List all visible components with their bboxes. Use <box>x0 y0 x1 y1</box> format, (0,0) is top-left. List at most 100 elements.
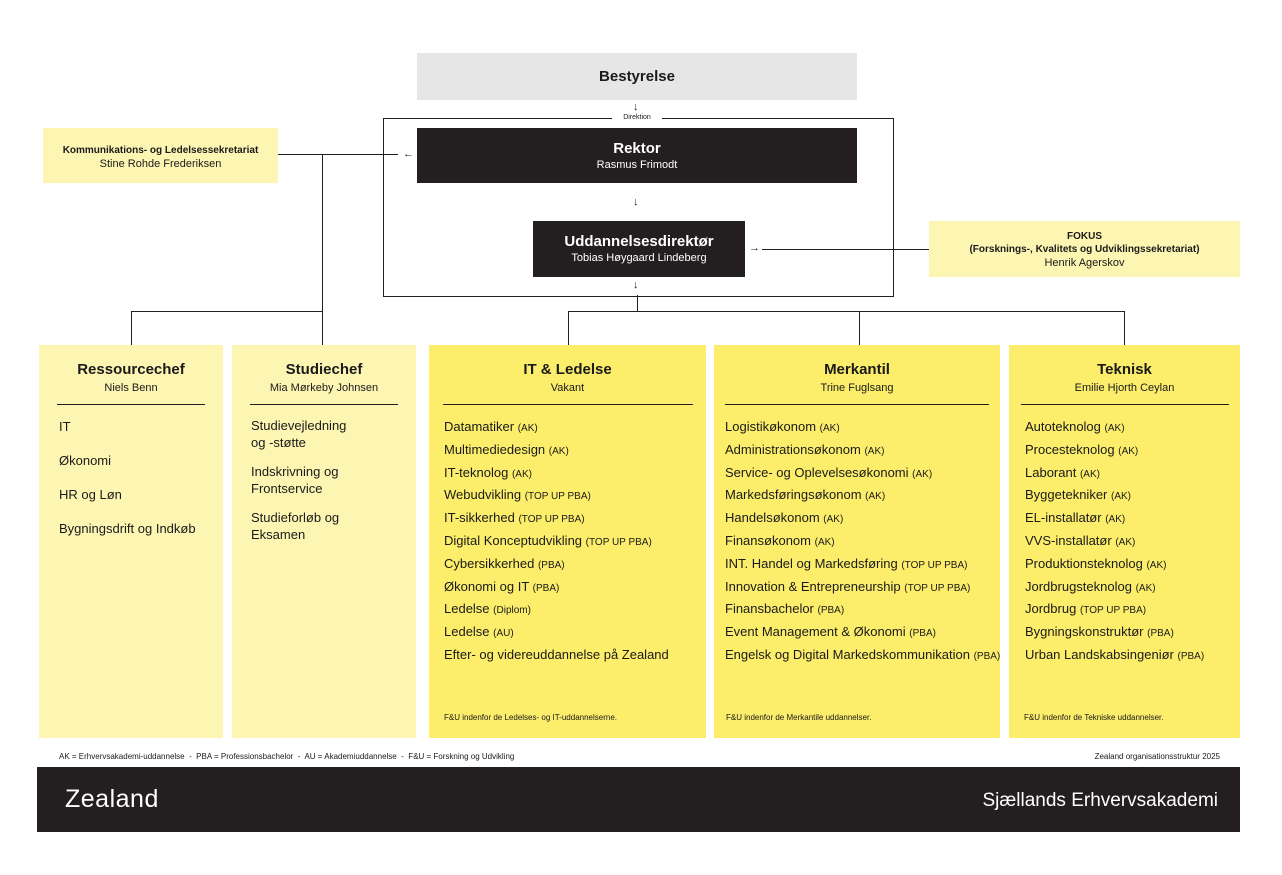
education-name: Efter- og videreuddannelse på Zealand <box>444 646 669 662</box>
education-item: Cybersikkerhed (PBA) <box>444 554 706 577</box>
education-name: Innovation & Entrepreneurship <box>725 578 901 594</box>
education-item: Markedsføringsøkonom (AK) <box>725 485 1000 508</box>
connector-line <box>131 311 323 312</box>
education-name: Cybersikkerhed <box>444 555 535 571</box>
education-item: Webudvikling (TOP UP PBA) <box>444 485 706 508</box>
footnote: F&U indenfor de Ledelses- og IT-uddannel… <box>444 713 617 722</box>
education-type-tag: (PBA) <box>1147 628 1174 640</box>
education-item: Ledelse (Diplom) <box>444 599 706 622</box>
education-name: Autoteknolog <box>1025 419 1101 434</box>
list-item: Økonomi <box>59 453 112 468</box>
education-item: Autoteknolog (AK) <box>1025 417 1240 440</box>
education-item: Finansøkonom (AK) <box>725 531 1000 554</box>
education-type-tag: (AK) <box>819 423 840 434</box>
rektor-title: Rektor <box>613 140 661 157</box>
education-name: Administrationsøkonom <box>725 441 861 457</box>
education-name: Ledelse <box>444 601 490 617</box>
education-name: Jordbrugsteknolog <box>1025 578 1132 594</box>
footnote: F&U indenfor de Merkantile uddannelser. <box>726 713 872 722</box>
education-name: Procesteknolog <box>1025 441 1115 457</box>
arrow-down-icon: ↓ <box>633 279 639 291</box>
footer-tagline: Sjællands Erhvervsakademi <box>982 790 1219 811</box>
education-type-tag: (TOP UP PBA) <box>904 582 971 594</box>
education-type-tag: (AK) <box>823 514 844 526</box>
education-type-tag: (TOP UP PBA) <box>518 514 585 526</box>
education-item: Administrationsøkonom (AK) <box>725 440 1000 463</box>
education-type-tag: (AK) <box>517 423 538 434</box>
education-item: Datamatiker (AK) <box>444 417 706 440</box>
connector-line <box>1124 311 1125 345</box>
education-name: Ledelse <box>444 624 490 640</box>
education-item: EL-installatør (AK) <box>1025 508 1240 531</box>
connector-line <box>762 249 929 250</box>
education-item: Laborant (AK) <box>1025 463 1240 486</box>
education-item: Ledelse (AU) <box>444 622 706 645</box>
education-item: Økonomi og IT (PBA) <box>444 577 706 600</box>
education-type-tag: (AK) <box>1111 491 1132 503</box>
education-name: Finansøkonom <box>725 532 811 548</box>
arrow-down-icon: ↓ <box>633 196 639 208</box>
rektor-name: Rasmus Frimodt <box>596 159 678 171</box>
divider <box>250 404 398 405</box>
list-item: Bygningsdrift og Indkøb <box>59 521 196 536</box>
department-title: IT & Ledelse <box>523 361 612 378</box>
education-type-tag: (AK) <box>1135 582 1156 594</box>
education-item: Finansbachelor (PBA) <box>725 599 1000 622</box>
education-type-tag: (TOP UP PBA) <box>1079 605 1147 617</box>
arrow-down-icon: ↓ <box>633 101 639 113</box>
department-it-ledelse: IT & Ledelse Vakant Datamatiker (AK)Mult… <box>429 345 706 738</box>
department-head: Vakant <box>550 382 585 394</box>
arrow-right-icon: → <box>749 242 760 254</box>
education-type-tag: (PBA) <box>532 582 560 594</box>
education-name: IT-teknolog <box>444 464 509 480</box>
chart-caption: Zealand organisationsstruktur 2025 <box>1094 752 1220 761</box>
education-type-tag: (PBA) <box>973 650 1001 662</box>
education-name: Laborant <box>1025 464 1077 480</box>
education-item: Logistikøkonom (AK) <box>725 417 1000 440</box>
connector-line <box>278 154 398 155</box>
education-type-tag: (AU) <box>493 628 514 640</box>
sekretariat-name: Stine Rohde Frederiksen <box>99 158 222 170</box>
divider <box>1020 404 1229 405</box>
fokus-box: FOKUS (Forsknings-, Kvalitets og Udvikli… <box>929 221 1240 277</box>
footer-bar: Zealand Sjællands Erhvervsakademi <box>37 767 1240 832</box>
department-ressourcechef: Ressourcechef Niels Benn IT Økonomi HR o… <box>39 345 223 738</box>
education-item: Multimediedesign (AK) <box>444 440 706 463</box>
education-item: Innovation & Entrepreneurship (TOP UP PB… <box>725 577 1000 600</box>
abbreviation-legend: AK = Erhvervsakademi-uddannelse - PBA = … <box>59 752 515 761</box>
department-title: Merkantil <box>824 361 890 378</box>
education-item: Event Management & Økonomi (PBA) <box>725 622 1000 645</box>
department-title: Ressourcechef <box>77 361 185 378</box>
connector-line <box>637 295 638 311</box>
education-name: Bygningskonstruktør <box>1025 624 1144 640</box>
education-name: Jordbrug <box>1025 601 1077 617</box>
education-name: Finansbachelor <box>725 601 814 617</box>
list-item: Indskrivning og Frontservice <box>251 464 339 496</box>
sekretariat-title: Kommunikations- og Ledelsessekretariat <box>62 145 259 156</box>
education-type-tag: (PBA) <box>1177 650 1205 662</box>
connector-line <box>568 311 569 345</box>
department-head: Emilie Hjorth Ceylan <box>1074 382 1175 394</box>
list-item: Studievejledning og -støtte <box>251 418 347 450</box>
education-type-tag: (AK) <box>1079 468 1100 480</box>
arrow-left-icon: ← <box>403 148 414 160</box>
education-name: Byggetekniker <box>1025 487 1108 503</box>
education-item: Produktionsteknolog (AK) <box>1025 554 1240 577</box>
education-name: IT-sikkerhed <box>444 510 515 526</box>
education-type-tag: (AK) <box>865 491 886 503</box>
department-head: Niels Benn <box>104 382 158 394</box>
education-type-tag: (AK) <box>1105 514 1126 526</box>
education-name: Produktionsteknolog <box>1025 555 1143 571</box>
education-type-tag: (AK) <box>1104 423 1125 434</box>
education-type-tag: (AK) <box>814 536 835 548</box>
sekretariat-box: Kommunikations- og Ledelsessekretariat S… <box>43 128 278 183</box>
education-item: IT-sikkerhed (TOP UP PBA) <box>444 508 706 531</box>
education-item: Digital Konceptudvikling (TOP UP PBA) <box>444 531 706 554</box>
education-type-tag: (AK) <box>864 445 885 457</box>
education-item: Urban Landskabsingeniør (PBA) <box>1025 645 1240 668</box>
footnote: F&U indenfor de Tekniske uddannelser. <box>1024 713 1164 722</box>
department-title: Studiechef <box>285 361 363 378</box>
education-item: Handelsøkonom (AK) <box>725 508 1000 531</box>
rektor-box: Rektor Rasmus Frimodt <box>417 128 857 183</box>
fokus-name: Henrik Agerskov <box>1044 257 1125 269</box>
